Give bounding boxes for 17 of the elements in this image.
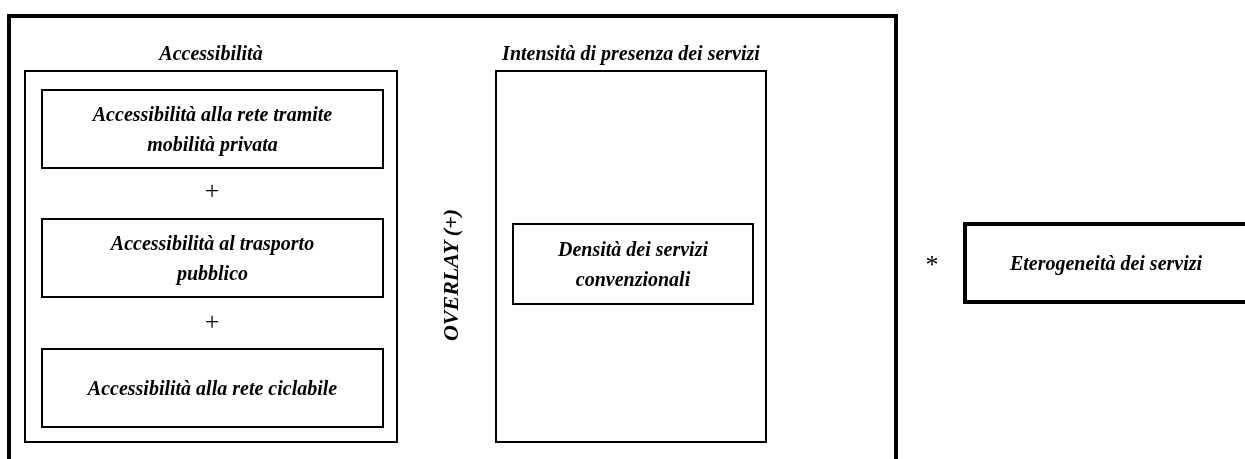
operator-symbol: + [203,178,221,204]
outer-frame [7,14,898,459]
box-text: Accessibilità alla rete tramite mobilità privata [90,102,334,158]
panel-heading: Accessibilità [159,40,263,66]
box-text: Densità dei servizi convenzionali [557,237,709,292]
operator-symbol: + [203,309,221,335]
operator-symbol: * [924,252,940,278]
process-box [512,223,754,305]
box-text: Accessibilità alla rete ciclabile [87,376,338,401]
process-box [41,89,384,169]
process-box [963,222,1245,304]
box-text: Eterogeneità dei servizi [1009,250,1203,276]
process-box [41,218,384,298]
vertical-label: OVERLAY (+) [436,208,464,342]
box-text: Accessibilità al trasporto pubblico [108,231,316,287]
panel-heading: Intensità di presenza dei servizi [502,40,760,67]
process-box [41,348,384,428]
